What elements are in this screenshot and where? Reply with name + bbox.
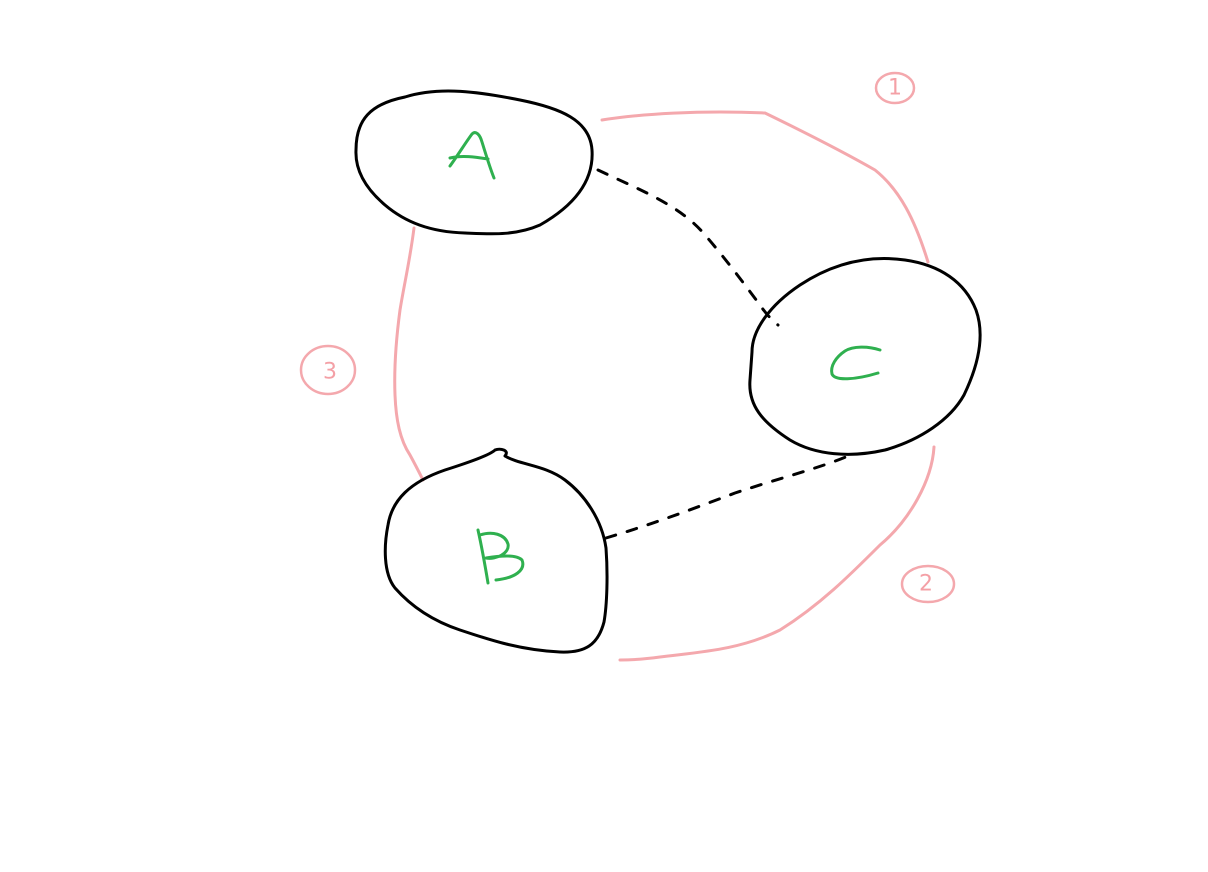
node-a-letter [448, 131, 496, 180]
node-a-label: A [470, 158, 471, 161]
arc-number-2: 2 [900, 564, 956, 604]
node-a: A [354, 89, 594, 236]
arc-number-1-circle [874, 71, 916, 105]
node-c: C [748, 256, 982, 456]
arc-number-2-circle [900, 564, 956, 604]
node-b-outline [383, 447, 609, 654]
arc-number-2-text: 2 [919, 572, 933, 597]
dashed-link-a-c [596, 168, 780, 327]
node-b-letter [476, 528, 525, 585]
node-c-label: C [855, 361, 856, 363]
dashed-link-b-c [604, 454, 850, 540]
arc-number-1-text: 1 [888, 76, 902, 101]
node-c-letter [830, 345, 882, 381]
arc-c-b [618, 445, 936, 662]
arc-number-3-circle [299, 344, 357, 396]
node-a-outline [354, 89, 594, 236]
node-b: B [383, 447, 609, 654]
node-c-outline [748, 256, 982, 456]
arc-number-3: 3 [299, 344, 357, 396]
arc-number-3-text: 3 [323, 360, 337, 385]
arc-b-a [393, 226, 425, 482]
arc-number-1: 1 [874, 71, 916, 105]
arc-a-c [600, 110, 930, 264]
